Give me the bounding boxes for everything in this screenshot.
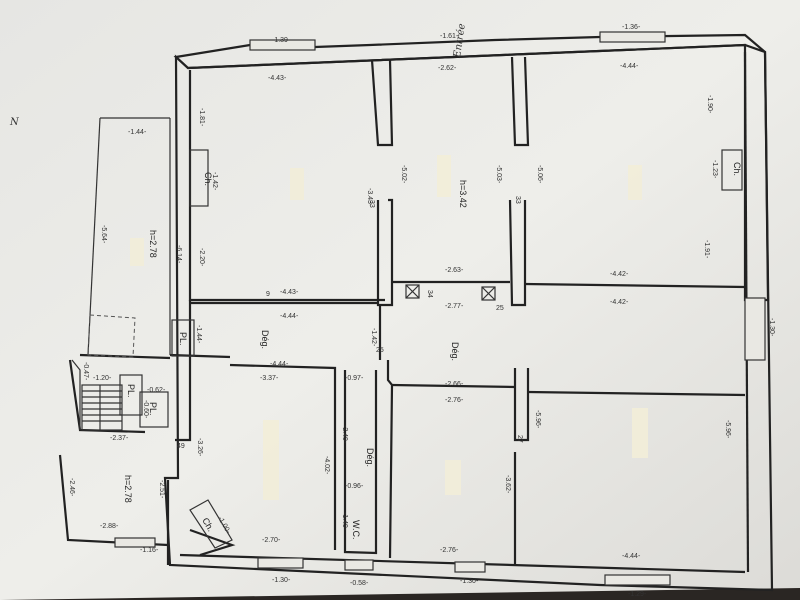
dim-label: -4.43- xyxy=(280,289,299,296)
room-label-pl-c: PL. xyxy=(148,402,158,416)
dim-label: -2.66- xyxy=(445,381,464,388)
masking-tape xyxy=(130,155,648,500)
dim-label: -1.20- xyxy=(93,375,112,382)
dim-label: -0.58- xyxy=(350,580,369,587)
closets xyxy=(119,149,743,549)
dim-label: -4.02- xyxy=(323,456,330,475)
room-label-ch-right: Ch. xyxy=(732,162,742,176)
dim-label: -1.44- xyxy=(195,325,202,344)
dim-label: -1.29- xyxy=(628,591,647,598)
height-label-278b: h=2.78 xyxy=(123,475,133,503)
entrance-label: Entrée xyxy=(452,23,468,60)
dim-label: -0.96- xyxy=(345,483,364,490)
dim-label: -3.37- xyxy=(260,375,279,382)
dim-label: -0.97- xyxy=(345,375,364,382)
room-label-deg-left: Dég. xyxy=(260,330,270,349)
dim-label: -2.76- xyxy=(440,547,459,554)
dim-label: -1.30- xyxy=(768,318,775,337)
dim-label: 9 xyxy=(266,291,270,298)
windows xyxy=(114,31,766,586)
dim-label: -6.14- xyxy=(175,245,182,264)
dim-label: -2.88- xyxy=(100,523,119,530)
dim-label: 25 xyxy=(496,305,504,312)
dim-label: -0.47- xyxy=(82,362,89,381)
dim-label: -1.61- xyxy=(440,33,459,40)
dim-label: -2.37- xyxy=(110,435,129,442)
dim-label: -0.60- xyxy=(142,400,149,419)
dim-label: -0.62- xyxy=(147,387,166,394)
height-label-278a: h=2.78 xyxy=(148,230,158,258)
dim-label: -3.62- xyxy=(504,475,511,494)
dim-label: -1.30- xyxy=(272,577,291,584)
dim-label: 25 xyxy=(376,347,384,354)
dim-label: -2.46- xyxy=(68,478,75,497)
dim-label: -2.20- xyxy=(198,248,205,267)
dim-label: -3.43- xyxy=(366,188,373,207)
dim-label: 33 xyxy=(368,200,375,208)
room-label-ch-left: Ch. xyxy=(203,172,213,186)
dim-label: -1.36- xyxy=(622,24,641,31)
dimension-labels: -1.39- -1.61- -1.36- -4.43- -2.62- -4.44… xyxy=(68,24,775,598)
dim-label: -1.16- xyxy=(140,547,159,554)
dim-label: -1.81- xyxy=(198,108,205,127)
room-labels: Entrée N Ch. Ch. Ch. Dég. Dég. Dég. W.C.… xyxy=(9,23,742,540)
room-label-wc: W.C. xyxy=(351,520,361,540)
dim-label: -2.76- xyxy=(445,397,464,404)
dim-label: -2.51- xyxy=(158,480,165,499)
staircase xyxy=(81,384,123,431)
chimney-flues xyxy=(405,284,496,301)
height-label-342: h=3.42 xyxy=(458,180,468,208)
dim-label: -2.62- xyxy=(438,65,457,72)
dim-label: -1.23- xyxy=(711,160,718,179)
north-arrow-label: N xyxy=(9,117,20,128)
dim-label: -1.90- xyxy=(706,95,713,114)
dim-label: -2.70- xyxy=(262,537,281,544)
dim-label: -1.30- xyxy=(460,578,479,585)
dim-label: -1.39- xyxy=(272,37,291,44)
dim-label: -4.42- xyxy=(610,271,629,278)
dim-label: -3.26- xyxy=(196,438,203,457)
dim-label: 49 xyxy=(177,443,185,450)
dim-label: -1.42- xyxy=(211,172,218,191)
dim-label: -5.02- xyxy=(400,165,407,184)
dim-label: -5.96- xyxy=(534,410,541,429)
dim-label: -4.44- xyxy=(620,63,639,70)
room-label-pl-b: PL. xyxy=(126,384,136,398)
dim-label: -1.44- xyxy=(128,129,147,136)
dim-label: -5.64- xyxy=(100,225,107,244)
dim-label: -4.43- xyxy=(268,75,287,82)
dim-label: 34 xyxy=(426,290,433,298)
interior-walls xyxy=(58,56,746,565)
dim-label: -1.49- xyxy=(341,512,348,531)
terrace-outline xyxy=(71,117,171,430)
dim-label: -2.77- xyxy=(445,303,464,310)
room-label-deg-bottom: Dég. xyxy=(365,448,375,467)
dim-label: 33 xyxy=(514,196,521,204)
dim-label: -4.44- xyxy=(270,361,289,368)
dim-label: -4.44- xyxy=(622,553,641,560)
dim-label: -1.42- xyxy=(370,328,377,347)
dim-label: 27 xyxy=(516,435,523,443)
dim-label: -1.91- xyxy=(703,240,710,259)
dim-label: -5.03- xyxy=(495,165,502,184)
room-label-deg-center: Dég. xyxy=(450,342,460,361)
dim-label: -4.44- xyxy=(280,313,299,320)
dim-label: -4.42- xyxy=(610,299,629,306)
dim-label: -5.06- xyxy=(536,165,543,184)
dim-label: -5.96- xyxy=(724,420,731,439)
room-label-pl-a: PL. xyxy=(178,332,188,346)
dim-label: -2.49- xyxy=(341,425,348,444)
dim-label: -2.63- xyxy=(445,267,464,274)
